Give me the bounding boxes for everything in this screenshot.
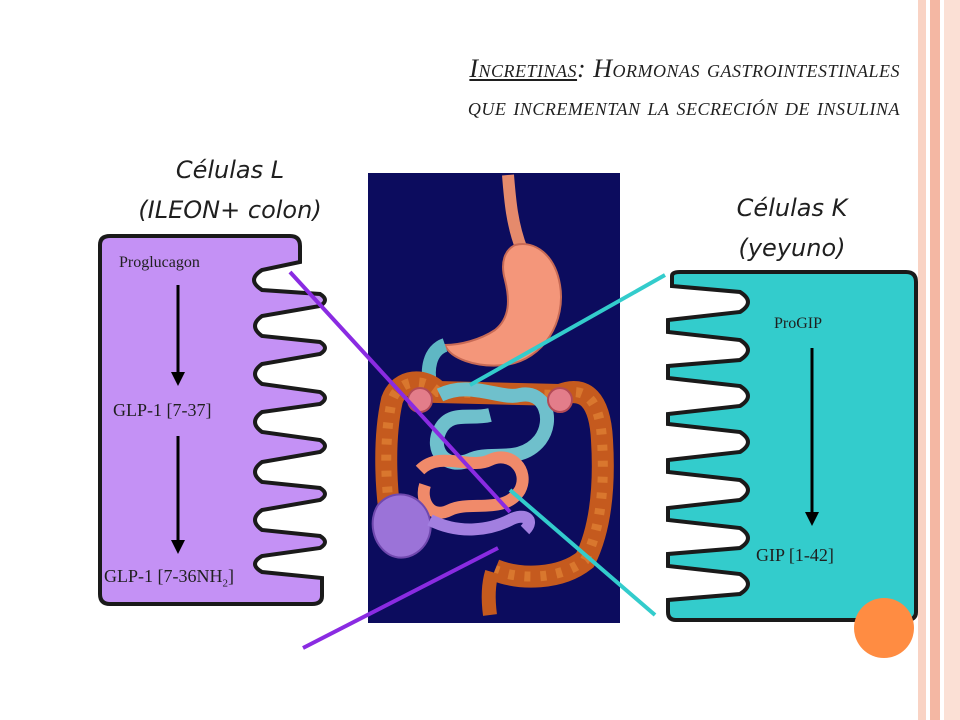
k-cell-title: Células K (yeyuno) [662,188,922,268]
page-title: Incretinas: Hormonas gastrointestinales … [40,50,900,126]
accent-circle [854,598,914,658]
arrow-proglucagon-to-glp1 [171,285,185,386]
connector-teal-upper [469,273,666,387]
l-product2-label: GLP-1 [7-36NH2] [104,566,234,590]
decor-stripe-3 [944,0,960,720]
decor-stripe-1 [918,0,926,720]
arrow-glp1-to-glp1amide [171,436,185,554]
arrow-progip-to-gip [805,348,819,526]
title-line2: que incrementan la secreción de insulina [467,92,900,121]
title-part2: : Hormonas gastrointestinales [577,54,900,83]
l-cell-location: (ILEON+ colon) [138,196,322,224]
k-cell-shape [666,270,918,622]
l-precursor-label: Proglucagon [119,254,200,271]
l-cell-shape [98,234,327,606]
l-product2-sub: 2 [222,577,229,590]
title-part1: Incretinas [469,54,578,83]
l-cell-name: Células L [175,156,285,184]
k-precursor-label: ProGIP [774,315,823,332]
l-product2-main: GLP-1 [7-36NH [104,566,223,586]
l-cell-title: Células L (ILEON+ colon) [100,150,360,230]
connector-teal-lower [508,488,657,617]
k-product-label: GIP [1-42] [756,545,834,565]
connector-purple-lower [302,546,499,650]
k-cell-name: Células K [736,194,848,222]
l-product2-end: ] [228,566,234,586]
l-product1-label: GLP-1 [7-37] [113,400,212,420]
connector-purple-upper [288,270,512,514]
decor-stripe-2 [930,0,940,720]
k-cell-location: (yeyuno) [738,234,846,262]
